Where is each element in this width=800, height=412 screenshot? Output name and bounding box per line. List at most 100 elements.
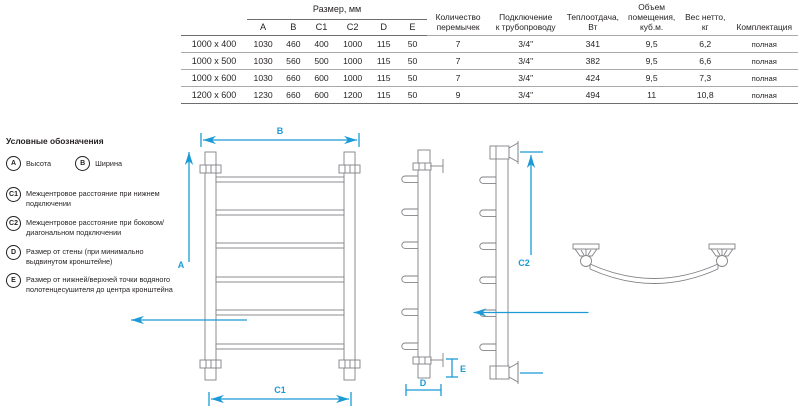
- legend-item-c2: C2 Межцентровое расстояние при боковом/д…: [6, 216, 182, 238]
- cell-a: 1030: [246, 69, 280, 87]
- col-header-volume-line2: помещения,: [628, 12, 676, 23]
- cell-connection: 3/4": [488, 35, 563, 53]
- group-header-size: Размер, мм: [246, 2, 428, 21]
- legend-label-b: Ширина: [95, 158, 123, 168]
- cell-d: 115: [369, 35, 398, 53]
- cell-size: 1000 x 600: [181, 69, 247, 87]
- cell-connection: 3/4": [488, 69, 563, 87]
- side-view-dimensions: [405, 358, 458, 396]
- col-header-e: E: [397, 19, 428, 37]
- cell-size: 1200 x 600: [181, 86, 247, 105]
- wall-bracket-bottom: [412, 353, 444, 367]
- rung-stub-group: [401, 175, 418, 350]
- c2-dimension: [473, 151, 589, 374]
- legend-item-c1: C1 Межцентровое расстояние при нижнем по…: [6, 187, 182, 209]
- cell-package: полная: [730, 86, 798, 105]
- cell-d: 115: [369, 86, 398, 105]
- col-header-heat-line1: Теплоотдача,: [566, 12, 619, 23]
- cell-c1: 600: [307, 69, 336, 87]
- side-view-bottom-connection: [401, 149, 444, 379]
- col-header-heat-output: Теплоотдача, Вт: [562, 2, 623, 36]
- cell-weight: 6,2: [680, 35, 731, 53]
- legend-label-c1: Межцентровое расстояние при нижнем подкл…: [26, 189, 160, 209]
- cell-c2: 1000: [335, 52, 370, 70]
- legend-item-a: A Высота: [6, 156, 52, 172]
- cell-weight: 7,3: [680, 69, 731, 87]
- side-view-side-connection: [479, 141, 519, 384]
- legend-panel: Условные обозначения A Высота B Ширина C…: [6, 136, 182, 302]
- col-header-bridges: Количество перемычек: [427, 2, 489, 36]
- table-head: Размер, мм Количество перемычек Подключе…: [181, 2, 798, 37]
- legend-badge-d: D: [6, 244, 21, 260]
- col-header-bridges-line2: перемычек: [436, 22, 480, 33]
- cell-bridges: 7: [427, 52, 489, 70]
- cell-heat: 382: [562, 52, 624, 70]
- front-view: [199, 151, 361, 381]
- cell-size: 1000 x 400: [181, 35, 247, 53]
- cell-c2: 1000: [335, 35, 370, 53]
- cell-d: 115: [369, 69, 398, 87]
- table-row: 1000 x 500 1030 560 500 1000 115 50 7 3/…: [181, 52, 798, 70]
- legend-badge-a: A: [6, 156, 21, 172]
- cell-d: 115: [369, 52, 398, 70]
- bracket-collar-bottom-right: [338, 359, 361, 369]
- rung-group: [215, 176, 345, 350]
- dim-label-d: D: [420, 378, 427, 388]
- legend-badge-c1: C1: [6, 187, 21, 203]
- legend-label-d: Размер от стены (при минимально выдвинут…: [26, 246, 144, 266]
- table-row: 1000 x 600 1030 660 600 1000 115 50 7 3/…: [181, 69, 798, 87]
- col-header-volume-line3: куб.м.: [640, 22, 664, 33]
- dim-label-c1: C1: [274, 385, 286, 395]
- top-view-curved-profile: [572, 243, 736, 284]
- cell-heat: 494: [562, 86, 624, 105]
- col-header-b: B: [279, 19, 308, 37]
- col-header-weight-line1: Вес нетто,: [685, 12, 726, 23]
- wall-bracket-top: [412, 159, 444, 173]
- col-header-c2: C2: [335, 19, 370, 37]
- cell-volume: 9,5: [623, 35, 681, 53]
- col-header-d: D: [369, 19, 398, 37]
- col-header-connection-line2: к трубопроводу: [495, 22, 556, 33]
- col-header-bridges-line1: Количество: [435, 12, 481, 23]
- cell-b: 560: [279, 52, 308, 70]
- legend-badge-e: E: [6, 273, 21, 289]
- cell-a: 1230: [246, 86, 280, 105]
- legend-title: Условные обозначения: [6, 136, 104, 146]
- legend-label-a: Высота: [26, 158, 52, 168]
- rung-stub-group: [479, 176, 496, 351]
- cell-e: 50: [397, 69, 428, 87]
- col-header-connection-line1: Подключение: [499, 12, 553, 23]
- cell-a: 1030: [246, 52, 280, 70]
- col-header-net-weight: Вес нетто, кг: [680, 2, 730, 36]
- bracket-collar-bottom-left: [199, 359, 222, 369]
- cell-b: 660: [279, 86, 308, 105]
- cell-bridges: 9: [427, 86, 489, 105]
- cell-e: 50: [397, 86, 428, 105]
- cell-package: полная: [730, 35, 798, 53]
- cell-b: 460: [279, 35, 308, 53]
- cell-bridges: 7: [427, 69, 489, 87]
- cell-bridges: 7: [427, 35, 489, 53]
- cell-weight: 10,8: [680, 86, 731, 105]
- col-header-connection: Подключение к трубопроводу: [489, 2, 562, 36]
- col-header-c1: C1: [307, 19, 336, 37]
- cell-a: 1030: [246, 35, 280, 53]
- col-header-a: A: [246, 19, 280, 37]
- cell-heat: 424: [562, 69, 624, 87]
- col-header-heat-line2: Вт: [588, 22, 598, 33]
- cell-c1: 600: [307, 86, 336, 105]
- col-header-volume-line1: Объем: [638, 2, 665, 12]
- cell-e: 50: [397, 35, 428, 53]
- bracket-collar-top-right: [338, 164, 361, 174]
- cell-package: полная: [730, 69, 798, 87]
- cell-volume: 9,5: [623, 52, 681, 70]
- cell-c2: 1200: [335, 86, 370, 105]
- legend-label-e: Размер от нижней/верхней точки водяного …: [26, 275, 173, 295]
- cell-volume: 9,5: [623, 69, 681, 87]
- legend-item-e: E Размер от нижней/верхней точки водяног…: [6, 273, 182, 295]
- bracket-collar-top-left: [199, 164, 222, 174]
- cell-connection: 3/4": [488, 86, 563, 105]
- cell-c2: 1000: [335, 69, 370, 87]
- table-row: 1200 x 600 1230 660 600 1200 115 50 9 3/…: [181, 86, 798, 105]
- dim-label-e: E: [460, 364, 466, 374]
